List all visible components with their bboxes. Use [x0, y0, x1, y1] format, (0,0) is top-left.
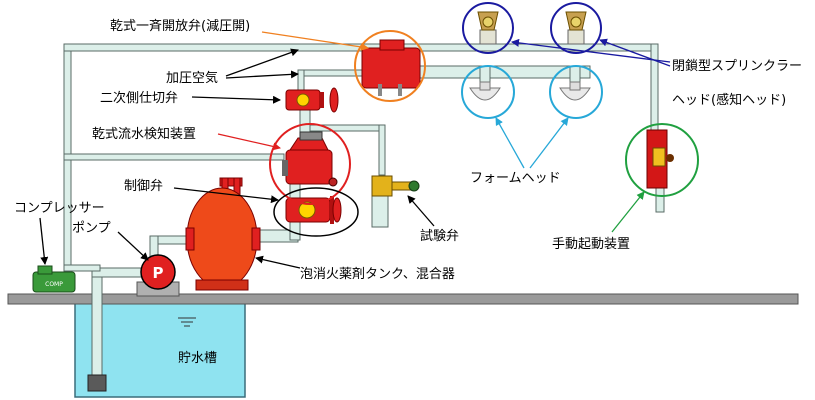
label-secondary-gate-valve: 二次側仕切弁: [100, 90, 178, 106]
label-foam-head: フォームヘッド: [470, 171, 561, 186]
foam-highlight-right: [549, 65, 603, 119]
suction-pipe: [87, 267, 143, 392]
test-valve: [371, 175, 420, 197]
closed-sprinkler-head-right: [565, 11, 587, 45]
label-water-tank: 貯水槽: [178, 351, 217, 366]
dry-flow-detector: [282, 131, 338, 187]
pump-symbol: P: [153, 264, 164, 282]
dry-deluge-valve: [361, 39, 421, 96]
compressor-symbol: COMP: [45, 281, 63, 288]
label-dry-flow-detector: 乾式流水検知装置: [92, 126, 196, 142]
pump: P: [136, 254, 180, 297]
leader-lines: [39, 31, 671, 269]
floor-slab: [7, 293, 799, 305]
sprinkler-highlight-right: [550, 2, 602, 54]
label-closed-sprinkler-line2: ヘッド(感知ヘッド): [672, 92, 786, 108]
manual-start-device: [646, 129, 674, 189]
label-foam-tank-mixer: 泡消火薬剤タンク、混合器: [300, 266, 455, 282]
compressor: COMP: [32, 265, 76, 293]
secondary-gate-valve: [285, 87, 339, 113]
label-compressor: コンプレッサー: [14, 201, 105, 216]
sprinkler-highlight-left: [462, 2, 514, 54]
foam-head-right: [559, 81, 591, 101]
label-pressurized-air: 加圧空気: [166, 70, 218, 86]
flow-detector-highlight: [269, 123, 351, 205]
foam-tank: [185, 177, 261, 291]
label-dry-deluge-valve: 乾式一斉開放弁(減圧開): [110, 18, 250, 34]
foam-highlight-left: [461, 65, 515, 119]
label-closed-sprinkler-line1: 閉鎖型スプリンクラー: [672, 58, 802, 74]
label-pump: ポンプ: [72, 221, 111, 236]
deluge-highlight: [354, 30, 426, 102]
control-valve-highlight: [273, 187, 359, 237]
foam-head-left: [469, 81, 501, 101]
label-test-valve: 試験弁: [420, 228, 459, 244]
manual-start-highlight: [625, 123, 699, 197]
label-control-valve: 制御弁: [124, 179, 163, 194]
label-manual-start-device: 手動起動装置: [552, 237, 630, 252]
closed-sprinkler-head-left: [477, 11, 499, 45]
